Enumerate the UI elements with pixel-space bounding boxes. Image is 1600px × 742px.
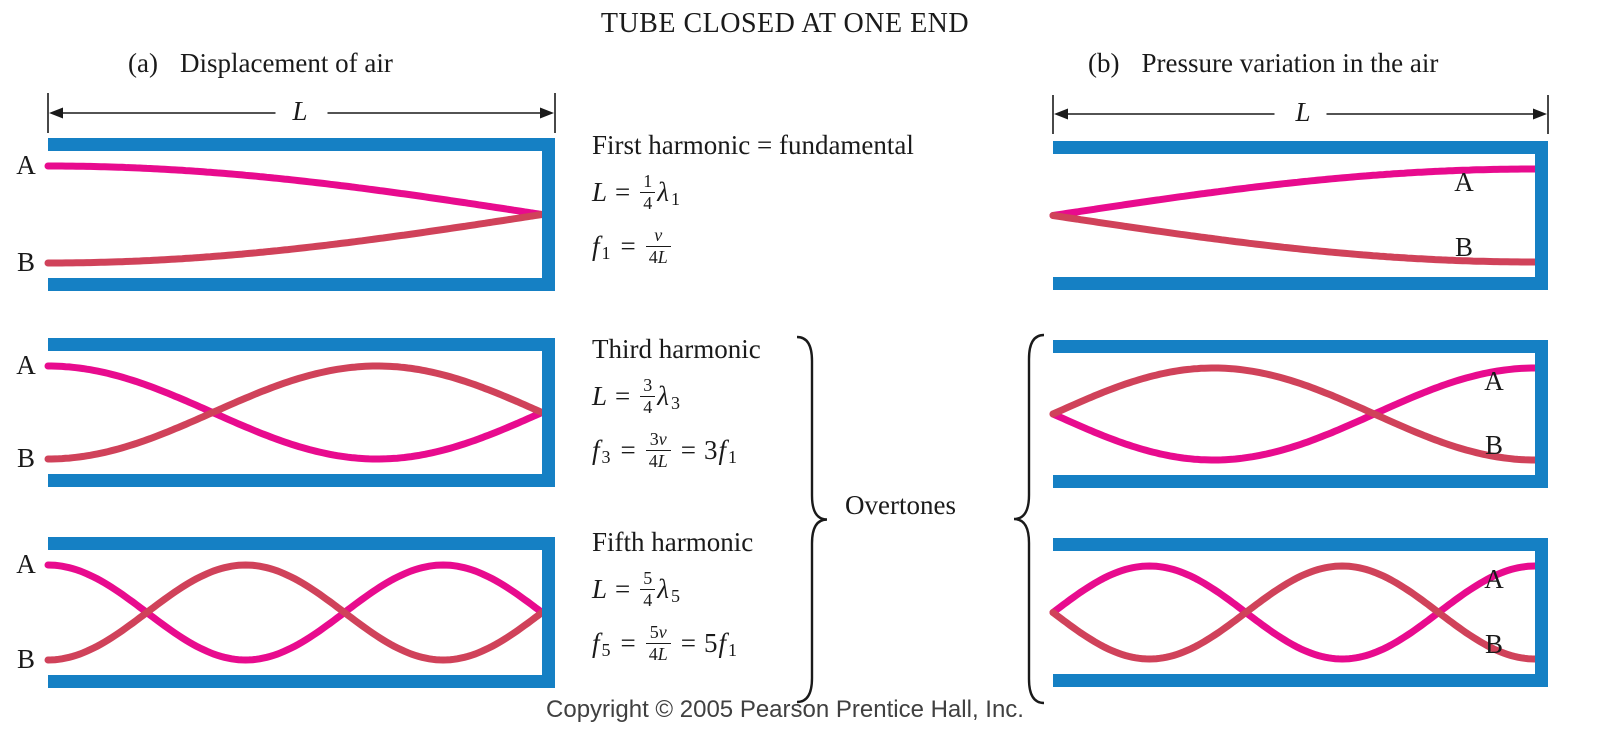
wave-curve-a	[44, 561, 546, 664]
wave-curve-b	[1049, 212, 1539, 266]
tube-closed-end	[542, 138, 555, 291]
column-tag-b: (b)	[1088, 48, 1120, 78]
wave-curve-b	[44, 211, 546, 267]
wave-label-top-row1-a: A	[16, 150, 36, 180]
row-heading: Third harmonic	[592, 334, 761, 364]
wave-label-bottom-row1-a: B	[16, 247, 35, 277]
wave-label-top-row1-b: A	[1454, 167, 1474, 197]
column-header-pressure: (b) Pressure variation in the air	[1088, 48, 1438, 79]
length-dimension	[47, 93, 556, 133]
wave-curve-b	[44, 561, 546, 664]
wave-curve-a	[44, 162, 546, 218]
length-label-left: L	[292, 96, 308, 126]
wave-curve-b	[1049, 562, 1539, 663]
column-label-b: Pressure variation in the air	[1141, 48, 1439, 78]
tube-closed-end	[1535, 340, 1548, 488]
tube-wall-bottom	[48, 675, 555, 688]
tube-closed-end	[1535, 538, 1548, 687]
tube-closed-end	[1535, 141, 1548, 290]
wave-label-top-row3-a: A	[16, 549, 36, 579]
tube-row3-b	[1049, 538, 1548, 687]
arrowhead-left	[1054, 108, 1068, 120]
arrowhead-right	[540, 107, 554, 119]
tube-wall-top	[48, 338, 555, 351]
wave-label-bottom-row1-b: B	[1454, 232, 1473, 262]
wave-curve-a	[1049, 562, 1539, 663]
tube-wall-bottom	[1053, 475, 1548, 488]
wave-label-top-row2-a: A	[16, 350, 36, 380]
tube-wall-bottom	[48, 474, 555, 487]
tube-closed-end	[542, 537, 555, 688]
diagram-title: TUBE CLOSED AT ONE END	[600, 8, 970, 39]
wave-curve-a	[1049, 165, 1539, 219]
overtones-brace-left	[796, 335, 828, 704]
row-heading: First harmonic = fundamental	[592, 130, 914, 160]
tube-row1-b	[1049, 141, 1548, 290]
arrowhead-left	[49, 107, 63, 119]
tube-row2-b	[1049, 340, 1548, 488]
column-header-displacement: (a) Displacement of air	[128, 48, 393, 79]
wave-curve-a	[1049, 364, 1539, 464]
length-label-right: L	[1295, 97, 1311, 127]
tube-wall-top	[48, 138, 555, 151]
tube-closed-end	[542, 338, 555, 487]
wave-curve-b	[1049, 364, 1539, 464]
tube-wall-top	[1053, 340, 1548, 353]
tube-row1-a	[44, 138, 555, 291]
arrowhead-right	[1533, 108, 1547, 120]
tube-wall-top	[48, 537, 555, 550]
wave-label-bottom-row3-a: B	[16, 644, 35, 674]
tube-wall-top	[1053, 141, 1548, 154]
tube-wall-bottom	[1053, 674, 1548, 687]
copyright-notice: Copyright © 2005 Pearson Prentice Hall, …	[546, 696, 1024, 723]
wave-label-bottom-row3-b: B	[1484, 629, 1503, 659]
column-tag-a: (a)	[128, 48, 158, 78]
wave-curve-b	[44, 362, 546, 463]
column-label-a: Displacement of air	[179, 48, 393, 78]
wave-label-bottom-row2-a: B	[16, 443, 35, 473]
tube-wall-bottom	[1053, 277, 1548, 290]
wave-label-bottom-row2-b: B	[1484, 430, 1503, 460]
tube-row2-a	[44, 338, 555, 487]
tube-row3-a	[44, 537, 555, 688]
wave-label-top-row3-b: A	[1484, 564, 1504, 594]
tube-wall-top	[1053, 538, 1548, 551]
tube-wall-bottom	[48, 278, 555, 291]
row-heading: Fifth harmonic	[592, 527, 754, 557]
wave-label-top-row2-b: A	[1484, 366, 1504, 396]
overtones-brace-right	[1013, 333, 1045, 705]
wave-curve-a	[44, 362, 546, 463]
length-dimension	[1052, 95, 1549, 134]
overtones-label: Overtones	[845, 490, 956, 520]
